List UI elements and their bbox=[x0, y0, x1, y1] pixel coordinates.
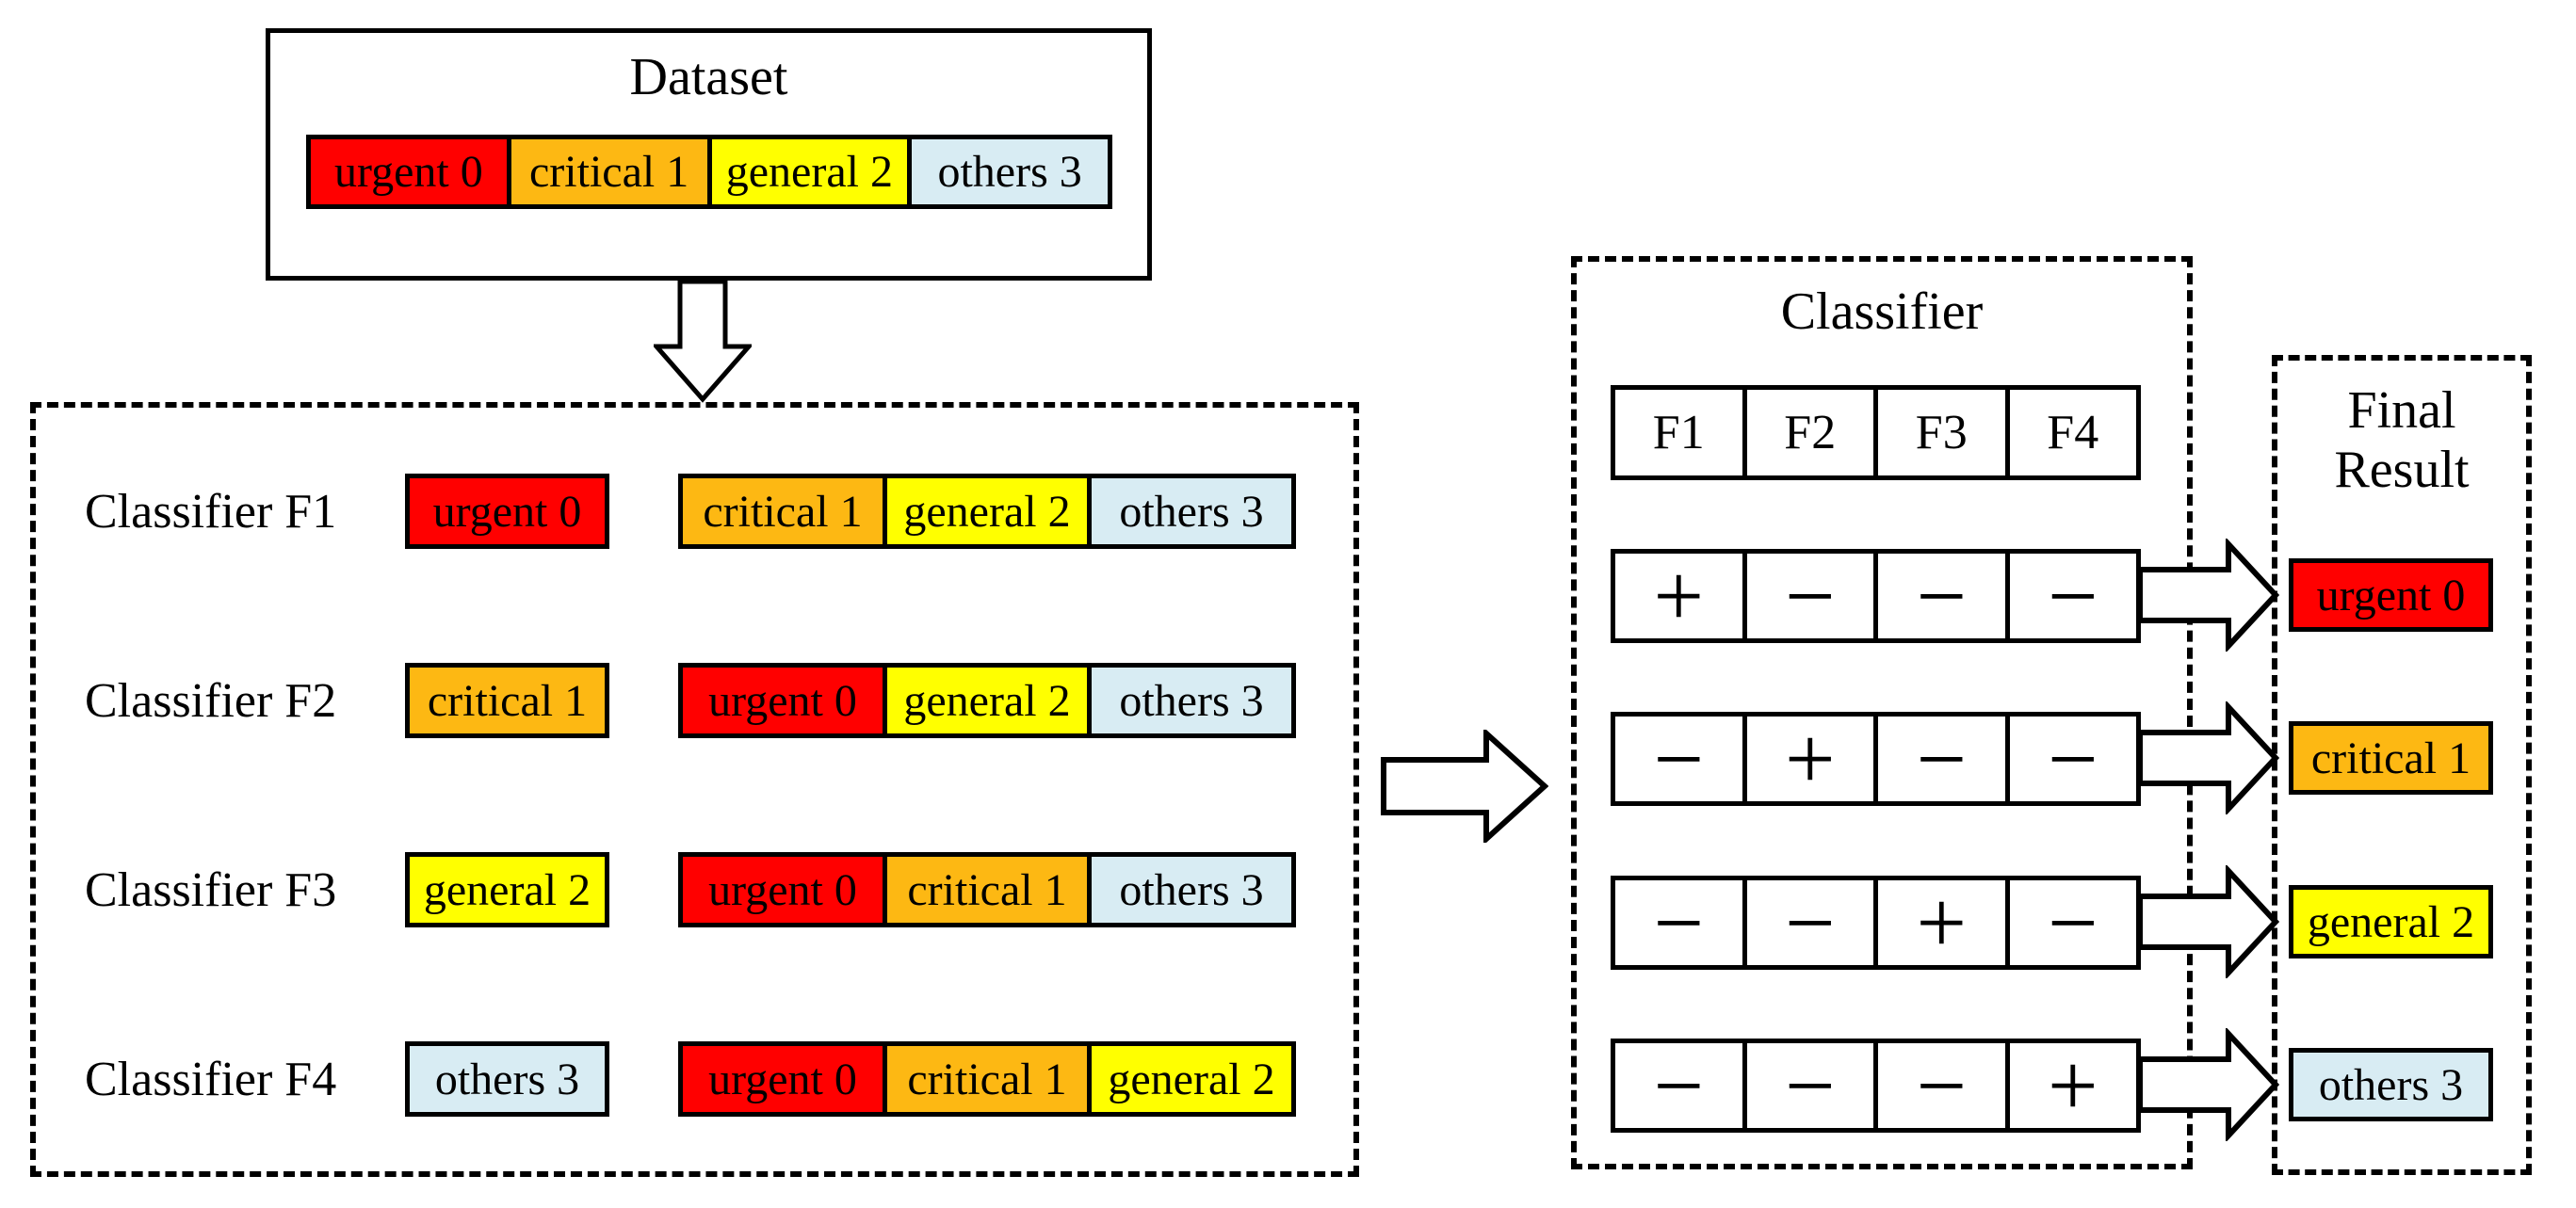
vote-row-3: − − + − bbox=[1611, 876, 2141, 970]
header-cell-f3: F3 bbox=[1915, 406, 1968, 459]
result-arrow-icon bbox=[2138, 1028, 2279, 1141]
classifier-f3-label: Classifier F3 bbox=[85, 863, 337, 917]
voting-panel-title: Classifier bbox=[1780, 282, 1984, 341]
result-arrow-icon bbox=[2138, 539, 2279, 652]
vote-sign: − bbox=[2047, 872, 2098, 973]
rest-segment: critical 1 bbox=[883, 1046, 1087, 1112]
final-result-panel bbox=[2272, 355, 2532, 1175]
classifier-f4-label: Classifier F4 bbox=[85, 1053, 337, 1106]
rest-segment: general 2 bbox=[883, 668, 1087, 733]
vote-sign: + bbox=[2047, 1035, 2098, 1136]
classifier-f1-label: Classifier F1 bbox=[85, 485, 337, 539]
rest-segment: urgent 0 bbox=[683, 1046, 883, 1112]
dataset-segment-general: general 2 bbox=[706, 139, 908, 204]
rest-segment: general 2 bbox=[883, 478, 1087, 544]
rest-segment: critical 1 bbox=[883, 857, 1087, 923]
final-result-title-line2: Result bbox=[2334, 440, 2470, 499]
vote-sign: + bbox=[1916, 872, 1968, 973]
vote-sign: − bbox=[1916, 1035, 1968, 1136]
result-arrow-icon bbox=[2138, 701, 2279, 814]
final-result-title-line1: Final bbox=[2347, 381, 2456, 440]
dataset-title: Dataset bbox=[629, 48, 788, 106]
header-cell-f1: F1 bbox=[1652, 406, 1705, 459]
vote-sign: − bbox=[1653, 1035, 1705, 1136]
right-arrow-icon bbox=[1381, 730, 1548, 843]
vote-sign: − bbox=[2047, 708, 2098, 809]
vote-sign: − bbox=[1653, 708, 1705, 809]
vote-sign: − bbox=[2047, 545, 2098, 646]
vote-row-4: − − − + bbox=[1611, 1039, 2141, 1133]
rest-segment: critical 1 bbox=[683, 478, 883, 544]
dataset-box: Dataset urgent 0 critical 1 general 2 ot… bbox=[266, 28, 1152, 281]
dataset-segment-others: others 3 bbox=[907, 139, 1108, 204]
final-result-title: Final Result bbox=[2272, 381, 2532, 499]
classifier-f3-rest-bar: urgent 0 critical 1 others 3 bbox=[678, 852, 1296, 927]
down-arrow-icon bbox=[654, 279, 752, 403]
classifier-f2-rest-bar: urgent 0 general 2 others 3 bbox=[678, 663, 1296, 738]
dataset-class-bar: urgent 0 critical 1 general 2 others 3 bbox=[306, 135, 1112, 209]
classifiers-panel bbox=[30, 402, 1359, 1177]
rest-segment: general 2 bbox=[1087, 1046, 1291, 1112]
vote-sign: − bbox=[1784, 872, 1836, 973]
vote-sign: − bbox=[1784, 1035, 1836, 1136]
vote-sign: − bbox=[1653, 872, 1705, 973]
voting-panel bbox=[1571, 256, 2193, 1169]
dataset-segment-urgent: urgent 0 bbox=[311, 139, 507, 204]
classifier-f4-rest-bar: urgent 0 critical 1 general 2 bbox=[678, 1041, 1296, 1117]
header-cell-f4: F4 bbox=[2047, 406, 2099, 459]
vote-row-2: − + − − bbox=[1611, 712, 2141, 806]
rest-segment: urgent 0 bbox=[683, 668, 883, 733]
vote-sign: − bbox=[1916, 708, 1968, 809]
classifier-f1-target-box: urgent 0 bbox=[405, 474, 609, 549]
classifier-f2-target-box: critical 1 bbox=[405, 663, 609, 738]
final-result-critical: critical 1 bbox=[2289, 721, 2493, 795]
classifier-f4-target-box: others 3 bbox=[405, 1041, 609, 1117]
header-cell-f2: F2 bbox=[1784, 406, 1837, 459]
classifier-f1-rest-bar: critical 1 general 2 others 3 bbox=[678, 474, 1296, 549]
rest-segment: urgent 0 bbox=[683, 857, 883, 923]
vote-sign: + bbox=[1784, 708, 1836, 809]
rest-segment: others 3 bbox=[1087, 478, 1291, 544]
vote-sign: − bbox=[1784, 545, 1836, 646]
vote-row-1: + − − − bbox=[1611, 549, 2141, 643]
vote-sign: − bbox=[1916, 545, 1968, 646]
rest-segment: others 3 bbox=[1087, 668, 1291, 733]
final-result-urgent: urgent 0 bbox=[2289, 558, 2493, 632]
result-arrow-icon bbox=[2138, 865, 2279, 978]
final-result-others: others 3 bbox=[2289, 1048, 2493, 1121]
rest-segment: others 3 bbox=[1087, 857, 1291, 923]
vote-sign: + bbox=[1653, 545, 1705, 646]
classifier-f2-label: Classifier F2 bbox=[85, 674, 337, 728]
dataset-segment-critical: critical 1 bbox=[506, 139, 707, 204]
final-result-general: general 2 bbox=[2289, 885, 2493, 958]
classifier-f3-target-box: general 2 bbox=[405, 852, 609, 927]
voting-header-row: F1 F2 F3 F4 bbox=[1611, 385, 2141, 480]
